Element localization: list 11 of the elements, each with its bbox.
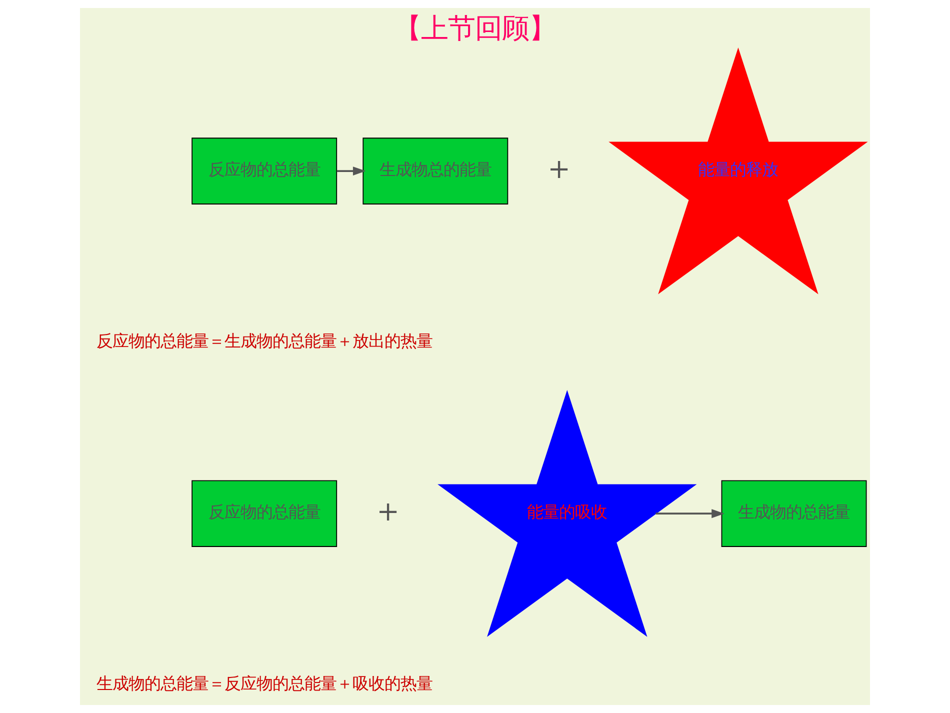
label: ＋ (371, 490, 404, 530)
node-box: 生成物的总能量 (721, 480, 867, 547)
arrow (656, 509, 724, 518)
node-box: 反应物的总能量 (192, 480, 338, 547)
arrow (336, 166, 366, 176)
label: 生成物的总能量＝反应物的总能量＋吸收的热量 (96, 674, 432, 693)
diagram-title: 【上节回顾】 (394, 13, 556, 44)
label: ＋ (542, 148, 576, 188)
node-box: 反应物的总能量 (192, 138, 338, 204)
label: 反应物的总能量＝生成物的总能量＋放出的热量 (96, 331, 432, 350)
node-box: 生成物总的能量 (362, 138, 508, 204)
